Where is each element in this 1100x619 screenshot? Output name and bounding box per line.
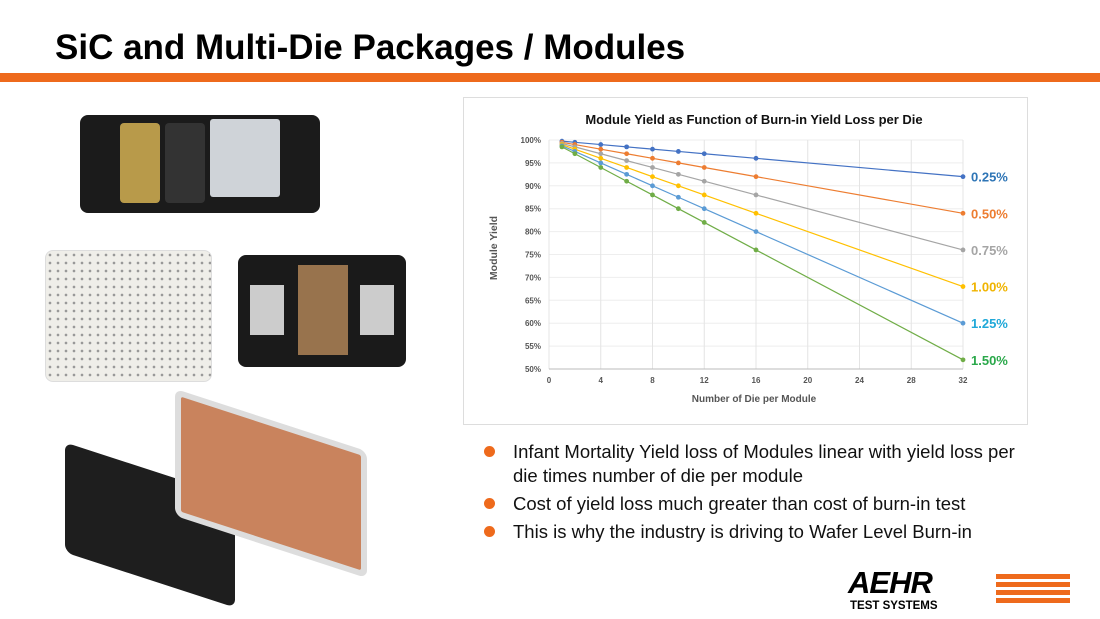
y-axis-label: Module Yield (488, 216, 500, 280)
x-tick-label: 12 (700, 376, 709, 385)
data-point (701, 220, 707, 225)
data-point (753, 192, 759, 198)
data-point (650, 192, 655, 198)
data-point (960, 210, 966, 216)
data-point (650, 183, 655, 189)
data-point (598, 155, 604, 161)
data-point (701, 206, 707, 212)
data-point (624, 151, 630, 157)
data-point (753, 247, 759, 253)
series-line (561, 141, 964, 214)
data-point (701, 165, 707, 170)
series-label: 0.50% (971, 206, 1008, 221)
data-point (960, 247, 966, 253)
bullet-item: This is why the industry is driving to W… (484, 520, 1033, 544)
data-point (650, 155, 655, 161)
bullet-dot (484, 526, 495, 537)
bullet-item: Infant Mortality Yield loss of Modules l… (484, 440, 1033, 488)
data-point (701, 192, 707, 198)
y-tick-label: 50% (525, 365, 541, 374)
data-point (753, 155, 759, 161)
series-label: 0.75% (971, 243, 1008, 258)
y-tick-label: 60% (525, 319, 541, 328)
series-line (561, 144, 964, 288)
x-tick-label: 24 (855, 376, 864, 385)
data-point (960, 320, 966, 326)
y-tick-label: 80% (525, 228, 541, 237)
slide-title: SiC and Multi-Die Packages / Modules (55, 28, 686, 67)
x-tick-label: 8 (650, 376, 655, 385)
data-point (753, 174, 759, 180)
aehr-logo: AEHR TEST SYSTEMS (848, 565, 1070, 614)
y-tick-label: 100% (521, 136, 541, 145)
data-point (675, 194, 681, 200)
y-tick-label: 90% (525, 182, 541, 191)
module-photo-2 (45, 250, 212, 382)
chart-title: Module Yield as Function of Burn-in Yiel… (585, 112, 922, 127)
data-point (624, 144, 630, 150)
y-tick-label: 85% (525, 205, 541, 214)
data-point (559, 144, 565, 150)
data-point (650, 174, 655, 180)
logo-subtitle: TEST SYSTEMS (850, 600, 938, 612)
x-tick-label: 4 (599, 376, 604, 385)
bullet-text: This is why the industry is driving to W… (513, 521, 972, 542)
y-tick-label: 95% (525, 159, 541, 168)
data-point (650, 146, 655, 152)
data-point (598, 151, 604, 157)
y-tick-label: 75% (525, 251, 541, 260)
data-point (598, 165, 604, 170)
title-divider (0, 73, 1100, 82)
bullet-text: Cost of yield loss much greater than cos… (513, 493, 966, 514)
y-tick-label: 70% (525, 273, 541, 282)
yield-chart: Module Yield as Function of Burn-in Yiel… (488, 112, 1008, 405)
y-tick-label: 55% (525, 342, 541, 351)
bullet-dot (484, 498, 495, 509)
x-tick-label: 28 (907, 376, 916, 385)
module-photo-3 (238, 255, 406, 367)
data-point (624, 171, 630, 177)
series-label: 1.50% (971, 353, 1008, 368)
data-point (624, 178, 630, 184)
bullet-item: Cost of yield loss much greater than cos… (484, 492, 1033, 516)
series-label: 1.00% (971, 280, 1008, 295)
data-point (624, 158, 630, 164)
x-tick-label: 16 (752, 376, 761, 385)
bullet-text: Infant Mortality Yield loss of Modules l… (513, 441, 1015, 486)
data-point (598, 146, 604, 152)
data-point (753, 210, 759, 216)
data-point (753, 229, 759, 235)
data-point (675, 149, 681, 154)
data-point (598, 142, 604, 147)
series-line (561, 146, 964, 361)
data-point (598, 160, 604, 166)
data-point (675, 183, 681, 189)
x-tick-label: 20 (803, 376, 812, 385)
series-label: 0.25% (971, 170, 1008, 185)
logo-stripes (996, 574, 1070, 606)
data-point (675, 206, 681, 212)
module-photo-1 (80, 115, 320, 213)
x-tick-label: 0 (547, 376, 552, 385)
x-tick-label: 32 (959, 376, 968, 385)
data-point (960, 284, 966, 289)
data-point (675, 160, 681, 166)
y-tick-label: 65% (525, 296, 541, 305)
bullet-list: Infant Mortality Yield loss of Modules l… (484, 440, 1033, 548)
data-point (960, 174, 966, 180)
data-point (572, 151, 578, 157)
data-point (701, 151, 707, 157)
data-point (624, 165, 630, 170)
logo-name: AEHR (848, 565, 933, 600)
x-axis-label: Number of Die per Module (692, 394, 817, 405)
data-point (650, 165, 655, 170)
data-point (701, 178, 707, 184)
chart-container: Module Yield as Function of Burn-in Yiel… (463, 97, 1028, 425)
series-label: 1.25% (971, 316, 1008, 331)
data-point (960, 357, 966, 363)
bullet-dot (484, 446, 495, 457)
data-point (675, 171, 681, 177)
